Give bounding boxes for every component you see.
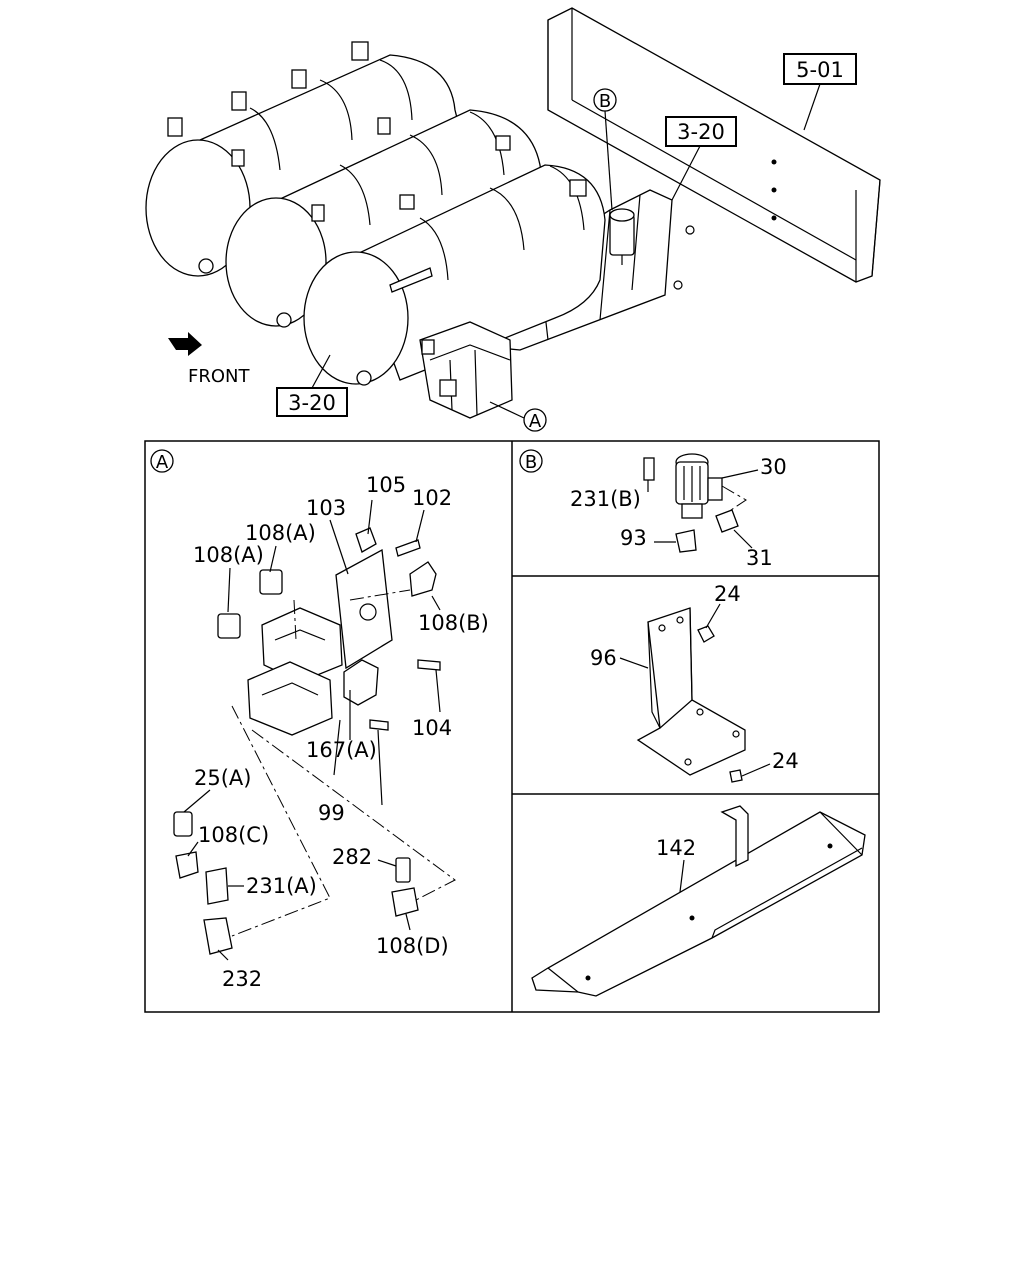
bracket-103 — [335, 548, 393, 670]
fitting-93 — [675, 529, 697, 553]
ref-3-20-top-text: 3-20 — [677, 120, 725, 144]
panel-b: B 30 231(B) 93 31 — [519, 449, 787, 570]
tee-231a — [205, 867, 229, 905]
label-108d: 108(D) — [376, 934, 449, 958]
label-231b: 231(B) — [570, 487, 641, 511]
detail-panels-frame — [144, 440, 880, 1013]
valve-assembly-a — [419, 321, 513, 419]
label-25a: 25(A) — [194, 766, 251, 790]
callout-b-circle: B — [593, 88, 617, 211]
overview-illustration: FRONT 5-01 3-20 3-20 B A — [145, 7, 881, 432]
nut-105 — [355, 527, 377, 553]
fitting-231b — [643, 457, 655, 481]
svg-text:B: B — [599, 91, 611, 112]
fitting-108c — [175, 851, 199, 879]
fitting-108a-upper — [259, 569, 283, 595]
ref-box-3-20-bottom: 3-20 — [276, 354, 348, 417]
bolt-lower — [369, 719, 389, 731]
label-93: 93 — [620, 526, 647, 550]
ref-box-5-01: 5-01 — [783, 53, 857, 131]
label-142: 142 — [656, 836, 696, 860]
bracket-96 — [636, 607, 746, 776]
air-tank-3 — [303, 164, 606, 385]
tee-232 — [203, 917, 233, 955]
fitting-108a-left — [217, 613, 241, 639]
label-108b: 108(B) — [418, 611, 489, 635]
label-102: 102 — [412, 486, 452, 510]
bolt-104 — [417, 659, 441, 671]
label-104: 104 — [412, 716, 452, 740]
callout-a-circle: A — [489, 401, 547, 432]
ref-5-01-text: 5-01 — [796, 58, 844, 82]
panel-a-badge: A — [156, 452, 169, 473]
bolt-102 — [395, 539, 421, 557]
valve-30 — [675, 453, 723, 519]
panel-a: A — [150, 449, 489, 991]
panel-b-badge: B — [525, 452, 537, 473]
label-96: 96 — [590, 646, 617, 670]
label-24-top: 24 — [714, 582, 741, 606]
valve-b — [609, 208, 635, 265]
label-108a-left: 108(A) — [193, 543, 264, 567]
front-arrow-icon — [168, 332, 202, 356]
nut-24-top — [697, 625, 715, 643]
fitting-108b — [409, 561, 437, 597]
elbow-108d — [391, 887, 419, 917]
tank-fittings — [167, 41, 587, 386]
bolt-31 — [715, 509, 739, 533]
valve-body — [247, 607, 379, 736]
plate-142 — [531, 805, 866, 997]
label-30: 30 — [760, 455, 787, 479]
front-label: FRONT — [188, 366, 250, 387]
label-99: 99 — [318, 801, 345, 825]
label-282: 282 — [332, 845, 372, 869]
fitting-282 — [395, 857, 411, 883]
panel-d: 142 — [531, 805, 866, 997]
label-108a-upper: 108(A) — [245, 521, 316, 545]
fitting-25a — [173, 811, 193, 837]
label-103: 103 — [306, 496, 346, 520]
label-167a: 167(A) — [306, 738, 377, 762]
label-108c: 108(C) — [198, 823, 269, 847]
nut-24-bottom — [729, 769, 743, 783]
panel-c: 24 96 24 — [590, 582, 799, 783]
ref-box-3-20-top: 3-20 — [665, 116, 737, 201]
label-232: 232 — [222, 967, 262, 991]
label-231a: 231(A) — [246, 874, 317, 898]
ref-3-20-bottom-text: 3-20 — [288, 391, 336, 415]
label-105: 105 — [366, 473, 406, 497]
label-31: 31 — [746, 546, 773, 570]
label-24-bottom: 24 — [772, 749, 799, 773]
svg-text:A: A — [529, 411, 542, 432]
